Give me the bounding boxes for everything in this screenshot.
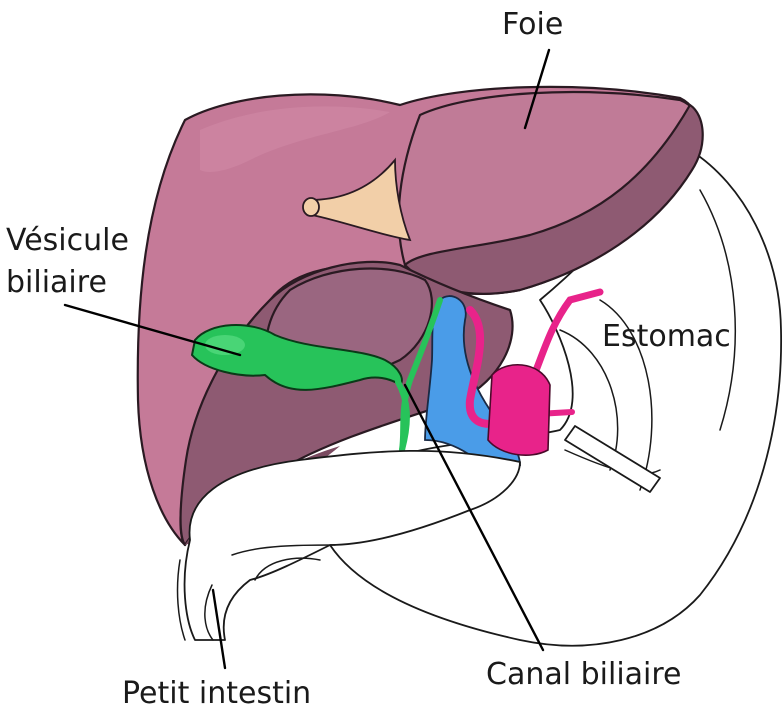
celiac-trunk [488,365,550,455]
intestine-fold-4 [178,560,185,640]
label-bile-duct: Canal biliaire [486,657,682,692]
round-ligament-end [303,198,319,216]
label-small-intestine: Petit intestin [122,676,311,710]
label-gallbladder-line2: biliaire [6,265,107,300]
label-stomach: Estomac [602,319,731,354]
gallbladder-highlight [205,335,245,355]
label-liver: Foie [502,7,563,42]
label-gallbladder-line1: Vésicule [6,223,129,258]
